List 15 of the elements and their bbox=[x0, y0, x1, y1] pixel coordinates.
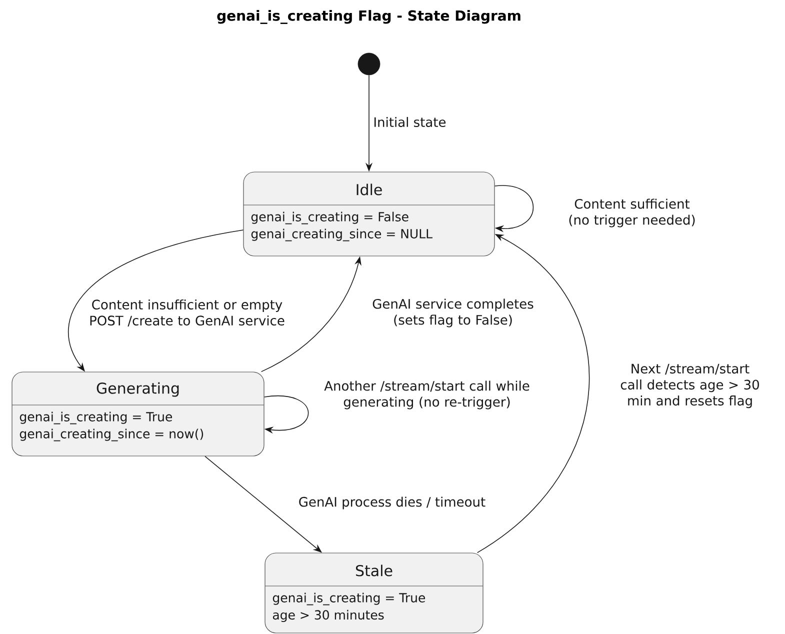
edge-label: GenAI process dies / timeout bbox=[299, 496, 486, 510]
diagram-title: genai_is_creating Flag - State Diagram bbox=[217, 10, 520, 24]
arrow bbox=[494, 185, 534, 232]
arrow bbox=[476, 234, 590, 554]
edge-label: GenAI service completes (sets flag to False) bbox=[372, 298, 534, 328]
edge-label: Initial state bbox=[374, 116, 446, 128]
start-dot bbox=[358, 52, 380, 76]
edge-label: Content sufficient (no trigger needed) bbox=[569, 198, 695, 228]
edge-label: Next /stream/start call detects age > 30 min and resets flag bbox=[620, 364, 759, 408]
state-box: Generating genai_is_creating = True genai_creating_since = now() bbox=[12, 372, 264, 456]
edge-label: Content insufficient or empty POST /create to GenAI service bbox=[90, 299, 284, 327]
arrow bbox=[264, 395, 309, 434]
state-box: Stale genai_is_creating = True age > 30 minutes bbox=[264, 552, 484, 634]
edge-label: Another /stream/start call while generating (no re-trigger) bbox=[324, 380, 530, 410]
state-box: Idle genai_is_creating = False genai_creating_since = NULL bbox=[243, 172, 495, 256]
